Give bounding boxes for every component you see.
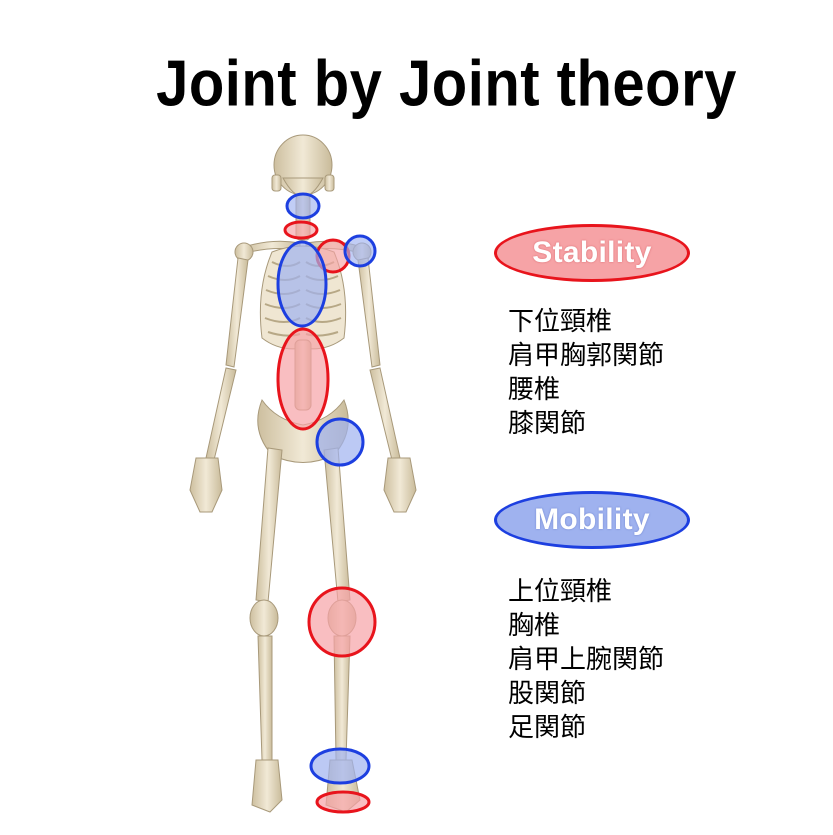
list-item: 足関節 — [508, 713, 587, 743]
page-title: Joint by Joint theory — [156, 47, 737, 120]
marker-glenohumeral — [343, 234, 377, 268]
marker-thoracic — [276, 240, 328, 328]
mobility-badge: Mobility — [494, 491, 690, 549]
marker-foot — [315, 790, 371, 814]
mobility-label: Mobility — [534, 503, 650, 536]
marker-hip — [315, 417, 365, 467]
marker-lower-cervical — [283, 220, 319, 240]
list-item: 膝関節 — [508, 409, 587, 439]
stability-badge: Stability — [494, 224, 690, 282]
list-item: 腰椎 — [508, 375, 561, 405]
marker-upper-cervical — [285, 192, 321, 220]
list-item: 胸椎 — [508, 611, 561, 641]
marker-knee — [307, 586, 377, 658]
list-item: 肩甲上腕関節 — [508, 645, 665, 675]
marker-lumbar — [276, 327, 330, 431]
marker-ankle — [309, 747, 371, 785]
list-item: 下位頸椎 — [508, 307, 613, 337]
list-item: 股関節 — [508, 679, 587, 709]
list-item: 肩甲胸郭関節 — [508, 341, 665, 371]
joint-markers — [276, 192, 377, 814]
mobility-joint-list: 上位頸椎 胸椎 肩甲上腕関節 股関節 足関節 — [508, 575, 664, 745]
stability-joint-list: 下位頸椎 肩甲胸郭関節 腰椎 膝関節 — [508, 305, 664, 441]
skeleton-illustration — [189, 134, 417, 814]
list-item: 上位頸椎 — [508, 577, 613, 607]
stability-label: Stability — [532, 236, 652, 269]
